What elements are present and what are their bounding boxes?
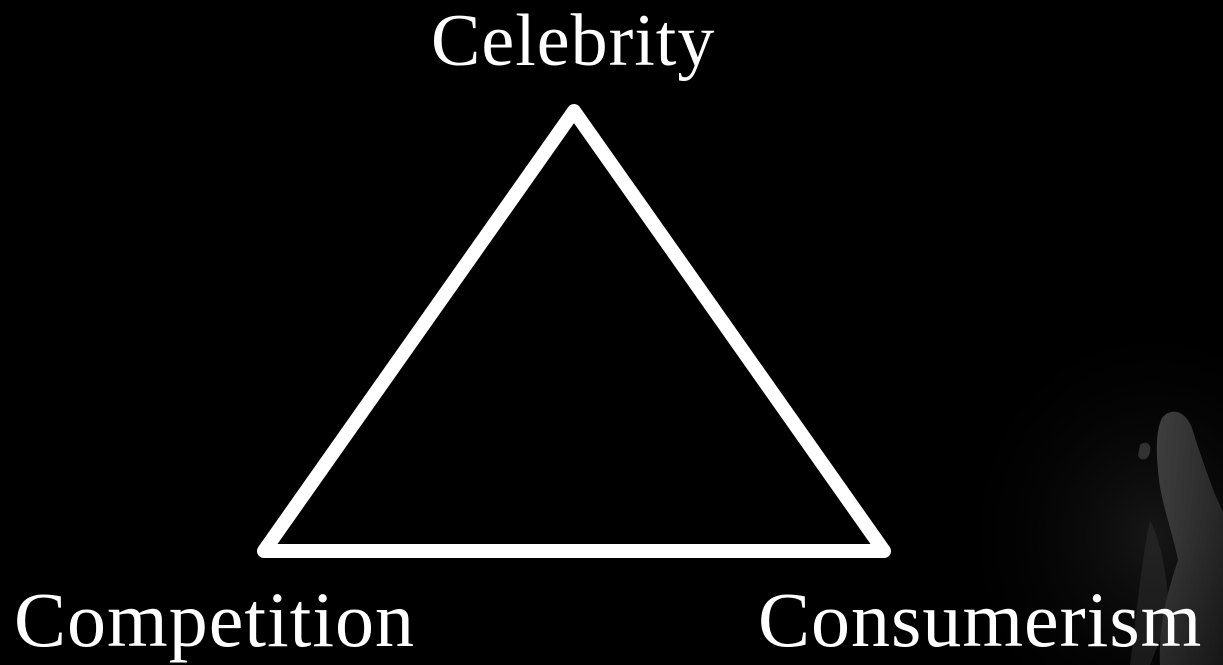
vertex-label-top: Celebrity [431,4,715,78]
vertex-label-bottom-right: Consumerism [758,581,1202,659]
triangle-shape [264,111,884,551]
vertex-label-bottom-left: Competition [14,581,415,659]
